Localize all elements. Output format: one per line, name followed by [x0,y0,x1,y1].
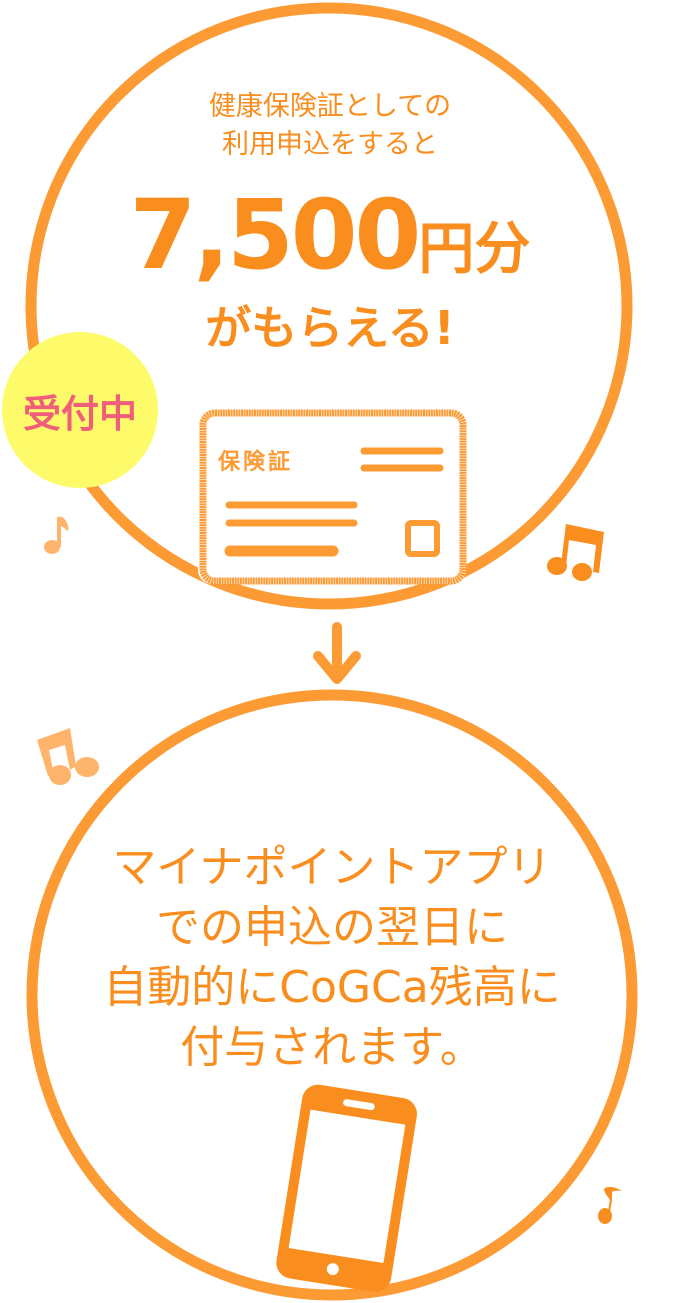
description-line: での申込の翌日に [156,902,508,953]
status-badge-label: 受付中 [22,391,137,436]
description-line: 自動的にCoGCa残高に [103,962,561,1013]
description-line: 付与されます。 [180,1022,484,1073]
bottom-circle [26,689,638,1301]
description-line: マイナポイントアプリ [112,842,552,893]
music-note-icon [598,1186,622,1224]
amount-number: 7,500 [129,179,422,291]
intro-line: 利用申込をすると [222,129,438,160]
insurance-card-icon [198,409,467,585]
double-music-note-icon [37,728,99,785]
amount-suffix: がもらえる! [205,301,455,355]
arrow-down-icon [313,622,361,684]
intro-text: 健康保険証としての 利用申込をすると [0,88,660,164]
card-label: 保険証 [218,450,294,475]
description-text: マイナポイントアプリ での申込の翌日に 自動的にCoGCa残高に 付与されます。 [0,838,664,1078]
music-note-icon [44,516,69,554]
top-circle [25,2,633,610]
double-music-note-icon [547,524,604,581]
intro-line: 健康保険証としての [208,91,452,122]
smartphone-icon [276,1084,417,1292]
amount-unit: 円分 [418,217,531,282]
status-badge: 受付中 [2,332,158,488]
reward-amount: 7,500円分 [0,180,660,300]
